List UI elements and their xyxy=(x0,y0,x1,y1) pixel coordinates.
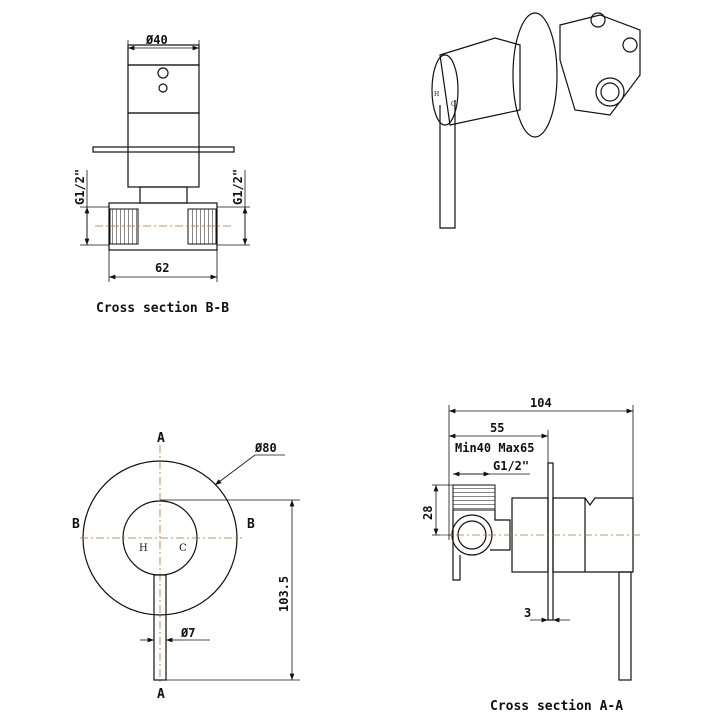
section-a-bottom: A xyxy=(157,687,165,702)
lever xyxy=(153,574,167,681)
iso-hot-label: H xyxy=(434,91,439,98)
diameter-label: Ø80 xyxy=(254,441,277,455)
thread-left-label: G1/2" xyxy=(73,169,87,205)
section-b-left: B xyxy=(72,517,80,532)
cross-section-bb-view: Ø40 G1/2" G1/2" 62 Cross section B-B xyxy=(73,33,250,316)
lever-diameter-label: Ø7 xyxy=(180,626,195,640)
total-depth-label: 104 xyxy=(530,396,552,410)
wall-plate xyxy=(547,462,554,621)
width-label: 62 xyxy=(155,261,169,275)
wall-plate xyxy=(92,146,235,153)
thread-label: G1/2" xyxy=(493,459,529,473)
depth-label: 55 xyxy=(490,421,504,435)
height-label: 28 xyxy=(421,506,435,520)
isometric-view: H C xyxy=(431,12,641,229)
thread-right-label: G1/2" xyxy=(231,169,245,205)
hot-label: H xyxy=(139,543,148,554)
iso-cold-label: C xyxy=(451,101,456,108)
range-label: Min40 Max65 xyxy=(455,441,534,455)
section-b-right: B xyxy=(247,517,255,532)
plate-thickness-label: 3 xyxy=(524,606,531,620)
caption-bb: Cross section B-B xyxy=(96,301,229,316)
wall-plate xyxy=(512,12,558,138)
thread-outlet xyxy=(452,484,496,511)
front-view: H C A A B B Ø80 103.5 Ø7 xyxy=(72,431,300,702)
diameter-label: Ø40 xyxy=(145,33,168,47)
caption-aa: Cross section A-A xyxy=(490,699,623,714)
indicator-hole xyxy=(157,67,169,79)
cold-label: C xyxy=(179,543,187,554)
indicator-hole xyxy=(158,83,168,93)
cross-section-aa-view: 104 55 Min40 Max65 G1/2" 28 3 Cross sect… xyxy=(421,396,640,714)
lever xyxy=(618,571,632,681)
section-a-top: A xyxy=(157,431,165,446)
height-label: 103.5 xyxy=(277,576,291,612)
